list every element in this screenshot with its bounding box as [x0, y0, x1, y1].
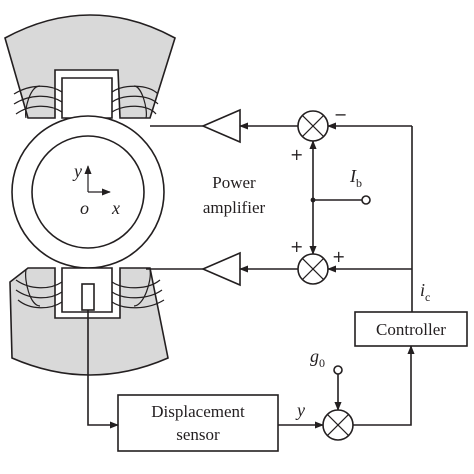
- svg-text:sensor: sensor: [176, 425, 220, 444]
- bias-current-label: Ib: [349, 166, 362, 190]
- sensor-feedback-path: [87, 310, 119, 429]
- bias-current-path: Ib: [309, 140, 371, 255]
- top-left-coil: [13, 85, 63, 119]
- origin-label: o: [80, 198, 89, 218]
- top-signal-path: − +: [150, 105, 412, 164]
- svg-text:Displacement: Displacement: [151, 402, 245, 421]
- bias-current-terminal: [361, 195, 371, 205]
- top-electromagnet: [4, 14, 176, 119]
- controller-output-bus: ic: [411, 126, 430, 312]
- svg-text:amplifier: amplifier: [203, 198, 266, 217]
- bottom-right-coil: [111, 269, 165, 309]
- controller-block: Controller: [354, 311, 468, 347]
- power-amplifier-label: Power amplifier: [203, 173, 266, 217]
- top-right-coil: [111, 85, 159, 119]
- svg-text:Controller: Controller: [376, 320, 446, 339]
- axis-y-label: y: [72, 161, 82, 181]
- bottom-electromagnet: [9, 267, 169, 376]
- reference-gap-label: g0: [310, 346, 325, 370]
- bottom-signal-path: + +: [146, 237, 412, 287]
- displacement-probe: [81, 283, 95, 311]
- coordinate-axes: y x o: [72, 161, 120, 218]
- top-sum-plus: +: [290, 145, 303, 164]
- displacement-sensor-block: Displacement sensor: [117, 394, 279, 452]
- reference-gap-terminal: [333, 365, 343, 375]
- control-current-label: ic: [420, 280, 430, 304]
- bottom-left-coil: [15, 269, 63, 309]
- comparator-path: y g0: [278, 345, 415, 441]
- sensor-output-label: y: [295, 400, 305, 420]
- bottom-amplifier-triangle: [200, 251, 241, 287]
- svg-text:Power: Power: [212, 173, 256, 192]
- top-sum-minus: −: [334, 105, 347, 124]
- bottom-sum-plus-top: +: [290, 237, 303, 256]
- bottom-sum-plus-right: +: [332, 247, 345, 266]
- axis-x-label: x: [111, 198, 120, 218]
- top-amplifier-triangle: [200, 108, 241, 144]
